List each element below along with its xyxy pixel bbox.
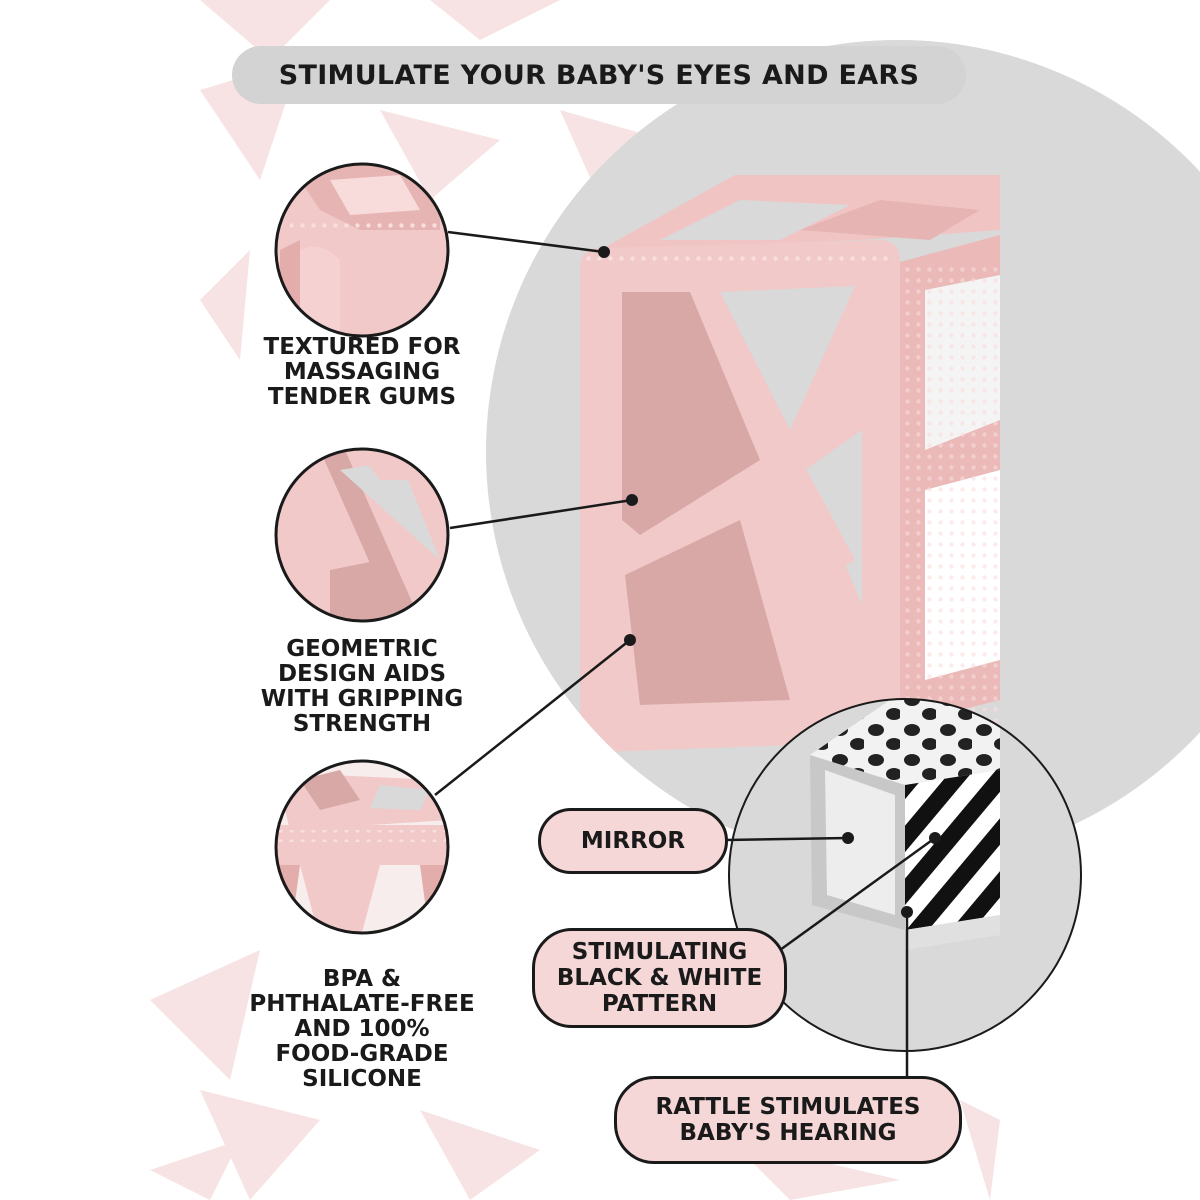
- feature-caption-geometric: GEOMETRIC DESIGN AIDS WITH GRIPPING STRE…: [260, 636, 464, 737]
- feature-caption-textured: TEXTURED FOR MASSAGING TENDER GUMS: [263, 334, 461, 410]
- feature-caption-silicone: BPA & PHTHALATE-FREE AND 100% FOOD-GRADE…: [249, 966, 475, 1092]
- leader-lines: [434, 230, 941, 1078]
- zoom-circle-silicone: [274, 759, 450, 935]
- headline-banner: STIMULATE YOUR BABY'S EYES AND EARS: [232, 46, 966, 104]
- callout-mirror: MIRROR: [538, 808, 728, 874]
- rattle-cube-illustration: [728, 698, 1082, 1052]
- callout-pattern: STIMULATING BLACK & WHITE PATTERN: [532, 928, 787, 1028]
- callout-rattle: RATTLE STIMULATES BABY'S HEARING: [614, 1076, 962, 1164]
- zoom-circle-geometric: [274, 447, 450, 623]
- zoom-circle-gums: [274, 162, 450, 338]
